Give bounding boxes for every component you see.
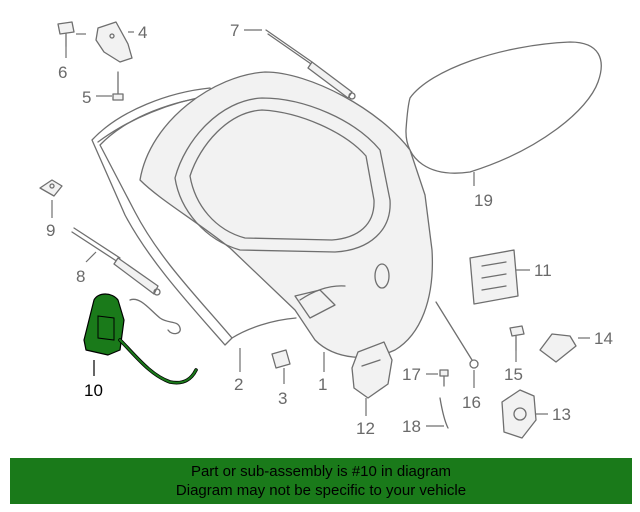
callout-1[interactable]: 1 bbox=[318, 375, 327, 394]
banner-line-part-number: Part or sub-assembly is #10 in diagram bbox=[190, 463, 452, 480]
part-10-latch-assembly[interactable] bbox=[83, 293, 198, 385]
part-11-control-module[interactable] bbox=[469, 249, 519, 305]
part-4-hinge[interactable] bbox=[95, 21, 133, 63]
part-13-latch[interactable] bbox=[501, 389, 537, 439]
callout-3[interactable]: 3 bbox=[278, 389, 287, 408]
callout-7[interactable]: 7 bbox=[230, 21, 239, 40]
part-9-clip[interactable] bbox=[39, 179, 63, 197]
callout-18[interactable]: 18 bbox=[402, 417, 421, 436]
part-16-rod[interactable] bbox=[435, 301, 479, 369]
cable-bracket bbox=[129, 298, 181, 335]
part-15-bolt[interactable] bbox=[509, 325, 525, 351]
part-18-link[interactable] bbox=[439, 397, 449, 429]
callout-13[interactable]: 13 bbox=[552, 405, 571, 424]
exploded-parts-diagram: 4 6 5 7 9 8 10 19 11 2 3 1 12 17 16 15 1… bbox=[39, 21, 613, 439]
part-1-liftgate[interactable] bbox=[139, 71, 434, 359]
callout-10[interactable]: 10 bbox=[84, 381, 103, 400]
callout-16[interactable]: 16 bbox=[462, 393, 481, 412]
callout-15[interactable]: 15 bbox=[504, 365, 523, 384]
callout-11[interactable]: 11 bbox=[534, 261, 552, 280]
leader-lines bbox=[51, 29, 590, 427]
part-5-stud[interactable] bbox=[112, 71, 124, 101]
part-6-bolt[interactable] bbox=[57, 21, 75, 47]
part-12-lock-actuator[interactable] bbox=[351, 341, 393, 399]
callout-5[interactable]: 5 bbox=[82, 88, 91, 107]
callout-9[interactable]: 9 bbox=[46, 221, 55, 240]
part-8-support-strut[interactable] bbox=[71, 227, 161, 296]
part-7-support-strut[interactable] bbox=[265, 29, 356, 100]
info-banner: Part or sub-assembly is #10 in diagram D… bbox=[10, 458, 632, 504]
callout-labels: 4 6 5 7 9 8 10 19 11 2 3 1 12 17 16 15 1… bbox=[46, 21, 613, 438]
callout-8[interactable]: 8 bbox=[76, 267, 85, 286]
callout-17[interactable]: 17 bbox=[402, 365, 421, 384]
part-14-striker[interactable] bbox=[539, 333, 577, 363]
callout-14[interactable]: 14 bbox=[594, 329, 613, 348]
banner-line-disclaimer: Diagram may not be specific to your vehi… bbox=[175, 482, 467, 499]
part-17-screw[interactable] bbox=[439, 369, 449, 387]
callout-2[interactable]: 2 bbox=[234, 375, 243, 394]
callout-19[interactable]: 19 bbox=[474, 191, 493, 210]
part-3-bumper[interactable] bbox=[271, 349, 291, 369]
part-19-rear-glass[interactable] bbox=[405, 41, 602, 174]
callout-6[interactable]: 6 bbox=[58, 63, 67, 82]
callout-12[interactable]: 12 bbox=[356, 419, 375, 438]
callout-4[interactable]: 4 bbox=[138, 23, 147, 42]
